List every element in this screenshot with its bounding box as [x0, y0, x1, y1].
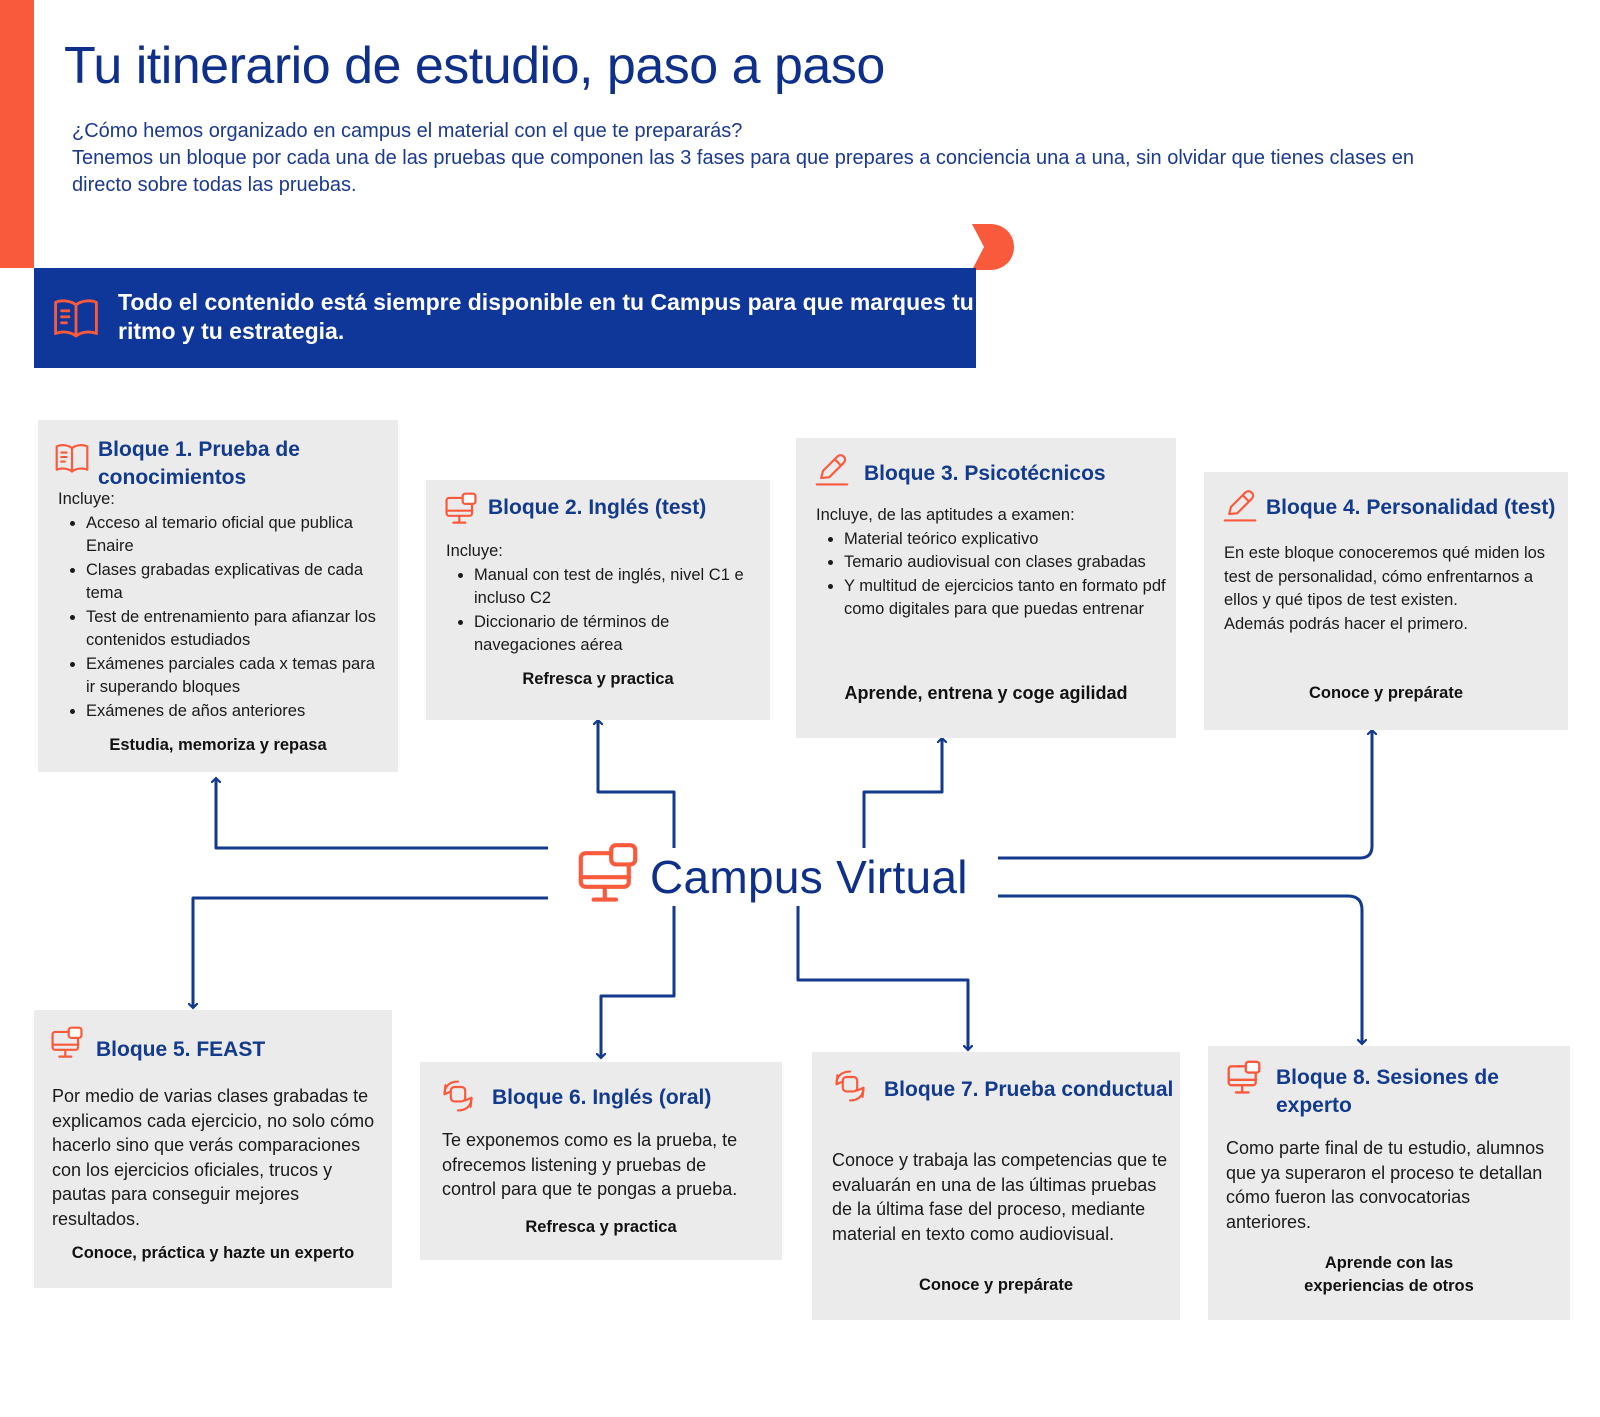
card-intro: Incluye, de las aptitudes a examen:	[816, 506, 1075, 524]
connector-bloque-5	[193, 896, 548, 1008]
card-bloque-1: Bloque 1. Prueba de conocimientos Incluy…	[38, 420, 398, 772]
card-list: Acceso al temario oficial que publica En…	[58, 512, 388, 724]
list-item: Manual con test de inglés, nivel C1 e in…	[474, 564, 762, 611]
card-tagline: Conoce y prepárate	[1308, 684, 1464, 702]
intro-description: Tenemos un bloque por cada una de las pr…	[72, 147, 1415, 196]
list-item: Clases grabadas explicativas de cada tem…	[86, 559, 388, 606]
card-text: En este bloque conoceremos qué miden los…	[1224, 544, 1546, 609]
card-body: Incluye, de las aptitudes a examen: Mate…	[816, 504, 1166, 622]
accent-bar	[0, 0, 34, 268]
card-list: Manual con test de inglés, nivel C1 e in…	[446, 564, 762, 658]
card-tagline: Aprende, entrena y coge agilidad	[844, 683, 1128, 703]
card-tagline: Aprende con las experiencias de otros	[1304, 1254, 1474, 1295]
banner-tab-shape	[972, 224, 1014, 270]
card-tagline: Conoce, práctica y hazte un experto	[71, 1244, 355, 1262]
card-bloque-4: Bloque 4. Personalidad (test) En este bl…	[1204, 472, 1568, 730]
connector-bloque-8	[998, 894, 1362, 1044]
info-banner: Todo el contenido está siempre disponibl…	[34, 268, 976, 368]
card-bloque-3: Bloque 3. Psicotécnicos Incluye, de las …	[796, 438, 1176, 738]
card-body: Incluye: Manual con test de inglés, nive…	[446, 540, 762, 658]
list-item: Diccionario de términos de navegaciones …	[474, 611, 762, 658]
list-item: Y multitud de ejercicios tanto en format…	[844, 575, 1166, 622]
campus-virtual-title: Campus Virtual	[650, 851, 968, 903]
card-title: Bloque 6. Inglés (oral)	[492, 1086, 712, 1109]
card-title: Bloque 7. Prueba conductual	[884, 1078, 1174, 1101]
card-body: En este bloque conoceremos qué miden los…	[1224, 542, 1554, 636]
card-title: Bloque 5. FEAST	[96, 1038, 266, 1061]
list-item: Exámenes de años anteriores	[86, 700, 388, 724]
card-text: Conoce y trabaja las competencias que te…	[832, 1150, 1168, 1244]
list-item: Temario audiovisual con clases grabadas	[844, 551, 1166, 575]
intro-text: ¿Cómo hemos organizado en campus el mate…	[72, 118, 1452, 199]
card-tagline: Refresca y practica	[525, 1218, 677, 1236]
card-tagline: Estudia, memoriza y repasa	[109, 736, 327, 754]
card-title: Bloque 8. Sesiones de experto	[1276, 1066, 1499, 1117]
computer-icon	[50, 1026, 84, 1060]
card-tagline: Conoce y prepárate	[918, 1276, 1074, 1294]
card-title: Bloque 4. Personalidad (test)	[1266, 496, 1556, 519]
computer-icon	[444, 492, 478, 526]
list-item: Exámenes parciales cada x temas para ir …	[86, 653, 388, 700]
card-text: Por medio de varias clases grabadas te e…	[52, 1086, 375, 1229]
connector-bloque-7	[796, 906, 968, 1050]
connector-bloque-6	[601, 906, 676, 1058]
card-list: Material teórico explicativo Temario aud…	[816, 528, 1166, 622]
computer-icon	[1226, 1060, 1262, 1096]
card-title: Bloque 1. Prueba de conocimientos	[98, 438, 300, 489]
card-bloque-5: Bloque 5. FEAST Por medio de varias clas…	[34, 1010, 392, 1288]
connector-bloque-2	[598, 720, 676, 848]
connector-bloque-1	[216, 778, 548, 850]
refresh-icon	[832, 1068, 868, 1104]
card-tagline: Refresca y practica	[522, 670, 674, 688]
card-text-extra: Además podrás hacer el primero.	[1224, 614, 1468, 633]
refresh-icon	[440, 1078, 476, 1114]
card-intro: Incluye:	[446, 542, 503, 560]
pencil-icon	[814, 452, 850, 488]
card-bloque-6: Bloque 6. Inglés (oral) Te exponemos com…	[420, 1062, 782, 1260]
card-text: Como parte final de tu estudio, alumnos …	[1226, 1138, 1545, 1232]
list-item: Acceso al temario oficial que publica En…	[86, 512, 388, 559]
connector-bloque-3	[862, 738, 942, 848]
banner-text: Todo el contenido está siempre disponibl…	[118, 289, 974, 344]
card-text: Te exponemos como es la prueba, te ofrec…	[442, 1130, 738, 1199]
card-title: Bloque 2. Inglés (test)	[488, 496, 707, 519]
card-bloque-7: Bloque 7. Prueba conductual Conoce y tra…	[812, 1052, 1180, 1320]
book-icon	[54, 440, 90, 476]
list-item: Material teórico explicativo	[844, 528, 1166, 552]
card-bloque-2: Bloque 2. Inglés (test) Incluye: Manual …	[426, 480, 770, 720]
connector-bloque-4	[998, 730, 1372, 860]
list-item: Test de entrenamiento para afianzar los …	[86, 606, 388, 653]
computer-icon	[576, 842, 640, 906]
card-bloque-8: Bloque 8. Sesiones de experto Como parte…	[1208, 1046, 1570, 1320]
card-intro: Incluye:	[58, 490, 115, 508]
pencil-icon	[1222, 488, 1258, 524]
card-title: Bloque 3. Psicotécnicos	[864, 462, 1106, 485]
page-title: Tu itinerario de estudio, paso a paso	[64, 37, 885, 95]
intro-question: ¿Cómo hemos organizado en campus el mate…	[72, 120, 743, 142]
card-body: Incluye: Acceso al temario oficial que p…	[58, 488, 388, 723]
